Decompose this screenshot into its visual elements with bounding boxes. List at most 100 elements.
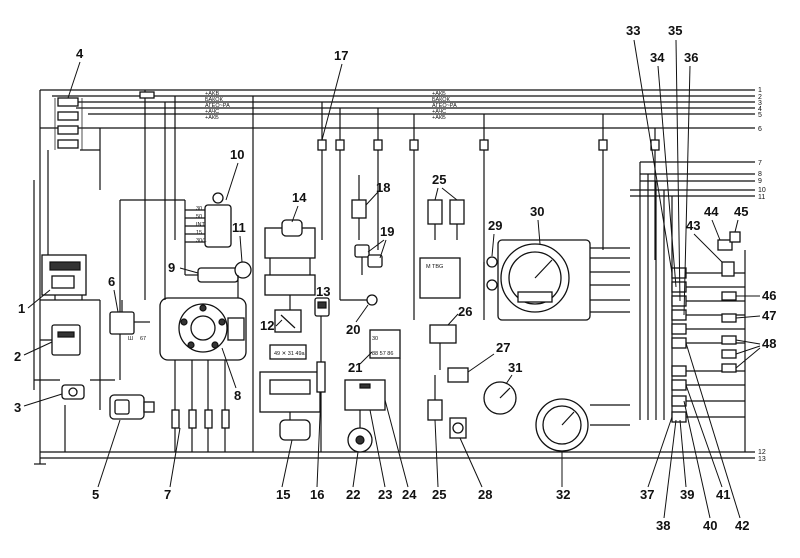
callout-23: 23 [378, 487, 392, 502]
callout-3: 3 [14, 400, 21, 415]
bus-label-5: +АКБ [205, 115, 219, 121]
fuel-pump [344, 358, 401, 452]
voltage-regulator: Ш 67 [109, 300, 150, 342]
callout-29: 29 [488, 218, 502, 233]
callout-45: 45 [734, 204, 748, 219]
fuse-taps [139, 90, 660, 452]
bus-wires [40, 89, 755, 459]
wire-number: 9 [758, 178, 762, 185]
callout-1: 1 [18, 301, 25, 316]
callout-39: 39 [680, 487, 694, 502]
brake-light-switch [351, 175, 367, 240]
callout-14: 14 [292, 190, 307, 205]
callout-40: 40 [703, 518, 717, 533]
callout-11: 11 [232, 220, 246, 235]
callout-41: 41 [716, 487, 730, 502]
svg-text:30: 30 [372, 336, 378, 342]
fuse-block [54, 97, 83, 150]
hazard-switch-block: M TBG [419, 257, 461, 299]
svg-text:88 57 86: 88 57 86 [372, 351, 393, 357]
horn [347, 410, 373, 453]
callout-26: 26 [458, 304, 472, 319]
callout-13: 13 [316, 284, 330, 299]
instrument-cluster [497, 239, 630, 321]
svg-text:50: 50 [196, 214, 202, 220]
bus-labels-left: +AKB БАКОК АГЕО~РА +АЧС +АКБ [205, 91, 230, 121]
callout-25-bottom: 25 [432, 487, 446, 502]
svg-text:Ш: Ш [128, 336, 133, 342]
wire-number: 1 [758, 87, 762, 94]
starter-relay [61, 384, 85, 400]
oil-pressure-sensor [340, 294, 378, 306]
starter-motor [109, 394, 155, 420]
relay-block [41, 254, 87, 296]
callout-24: 24 [402, 487, 417, 502]
callout-12: 12 [260, 318, 274, 333]
relay-center: 49 ✕ 31 49a [269, 309, 307, 360]
callout-18: 18 [376, 180, 390, 195]
wire-number: 10 [758, 187, 766, 194]
svg-text:M TBG: M TBG [426, 264, 443, 270]
callout-20: 20 [346, 322, 360, 337]
callout-30: 30 [530, 204, 544, 219]
callout-32: 32 [556, 487, 570, 502]
svg-text:30: 30 [196, 206, 202, 212]
callout-9: 9 [168, 260, 175, 275]
wire-number: 8 [758, 171, 762, 178]
resistor [316, 316, 326, 452]
callout-25-top: 25 [432, 172, 446, 187]
flasher-relay [447, 367, 469, 383]
callout-28: 28 [478, 487, 492, 502]
svg-text:15: 15 [196, 230, 202, 236]
callout-10: 10 [230, 147, 244, 162]
turn-signal-switch: 30 88 57 86 [369, 329, 401, 359]
svg-text:INT: INT [196, 222, 206, 228]
svg-text:30/1: 30/1 [196, 238, 207, 244]
callout-47: 47 [762, 308, 776, 323]
callout-22: 22 [346, 487, 360, 502]
svg-text:67: 67 [140, 336, 146, 342]
callouts: 4 1 2 3 5 6 7 8 9 10 11 12 13 14 15 16 1… [14, 23, 776, 533]
callout-16: 16 [310, 487, 324, 502]
bus-label-mid-5: +АКБ [432, 115, 446, 121]
ignition-coil [185, 261, 252, 298]
ignition-switch: 30 50 INT 15 30/1 [164, 96, 232, 300]
callout-5: 5 [92, 487, 99, 502]
callout-36: 36 [684, 50, 698, 65]
battery [51, 324, 81, 356]
tachometer [483, 381, 517, 415]
wiper-motor [264, 219, 316, 310]
callout-17: 17 [334, 48, 348, 63]
wire-number: 11 [758, 194, 765, 201]
wire-number: 2 [758, 94, 762, 101]
callout-27: 27 [496, 340, 510, 355]
wire-number: 5 [758, 112, 762, 119]
bus-label-2: БАКОК [205, 97, 224, 103]
horn-relays [354, 244, 383, 275]
callout-15: 15 [276, 487, 290, 502]
wire-number: 7 [758, 160, 762, 167]
bus-label-mid-1: +АКБ [432, 91, 446, 97]
callout-7: 7 [164, 487, 171, 502]
callout-35: 35 [668, 23, 682, 38]
bus-label-1: +AKB [205, 91, 220, 97]
wire-number: 6 [758, 126, 762, 133]
callout-44: 44 [704, 204, 719, 219]
callout-6: 6 [108, 274, 115, 289]
svg-text:49 ✕ 31 49a: 49 ✕ 31 49a [274, 351, 306, 357]
callout-48: 48 [762, 336, 776, 351]
washer-motor [449, 417, 467, 439]
rear-lamps [721, 291, 737, 373]
headlight-switches [427, 199, 465, 240]
speedometer [535, 398, 630, 452]
combination-switch [429, 324, 457, 370]
right-connector-stack [639, 162, 746, 452]
wire-number: 3 [758, 100, 762, 107]
heater-motor [259, 371, 321, 441]
wire-number: 13 [758, 456, 766, 463]
callout-4: 4 [76, 46, 84, 61]
callout-43: 43 [686, 218, 700, 233]
callout-46: 46 [762, 288, 776, 303]
